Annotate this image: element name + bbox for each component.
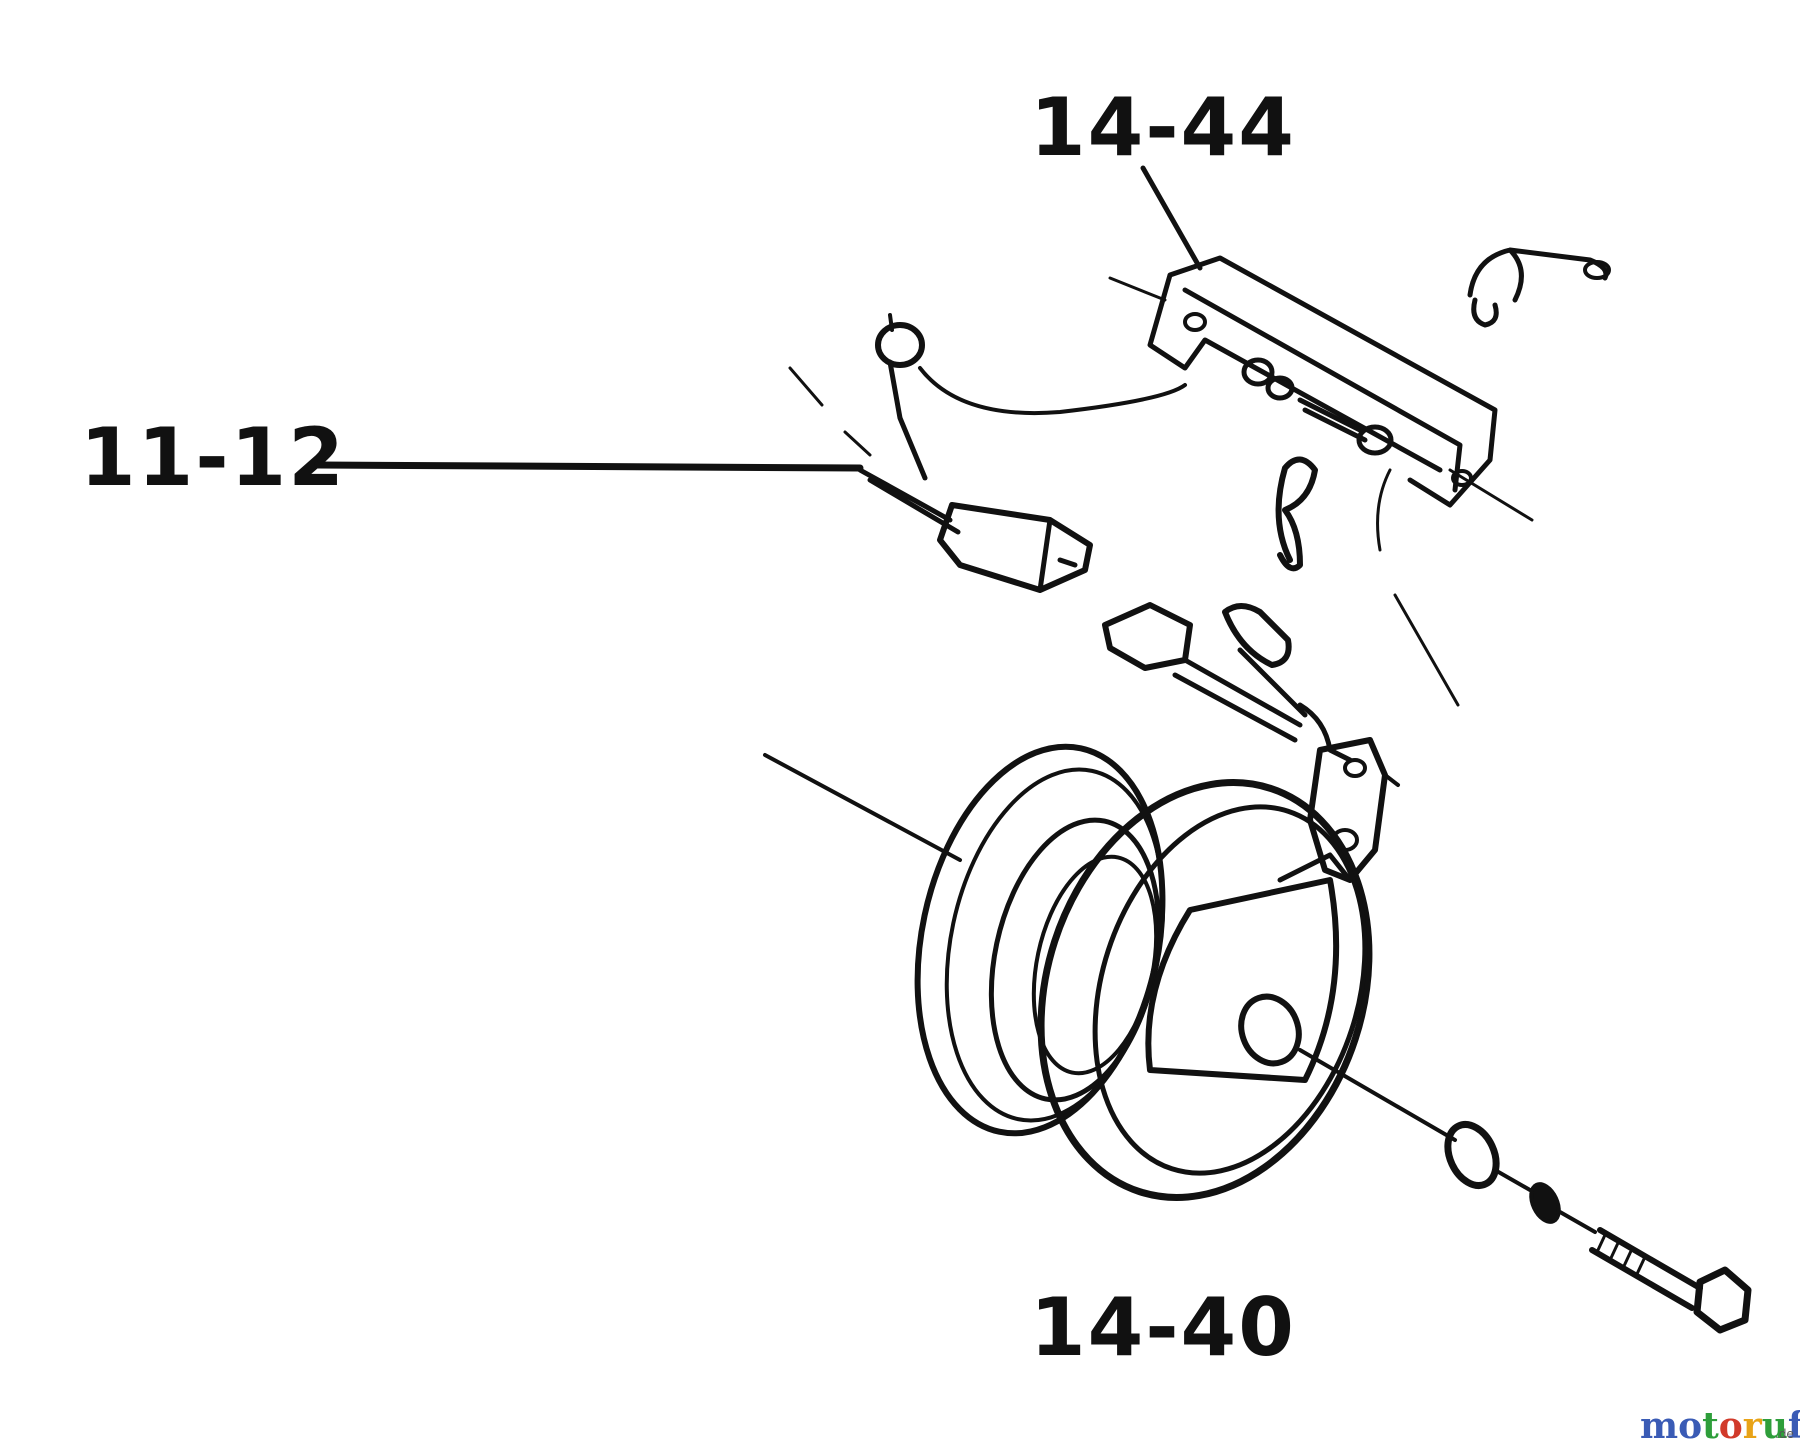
upper-bracket (1108, 255, 1534, 707)
watermark-letter: m (1640, 1405, 1678, 1447)
label-14-40: 14-40 (1030, 1281, 1296, 1374)
svg-text:motoruf: motoruf (1640, 1405, 1800, 1447)
label-14-44: 14-44 (1030, 81, 1296, 174)
wire-harness (788, 313, 1187, 593)
pulley-clutch-assembly (914, 743, 1373, 1201)
leader-line-11-12 (314, 461, 864, 472)
watermark-letter: t (1702, 1405, 1719, 1447)
hair-pin (1275, 456, 1318, 572)
retaining-clip (1467, 247, 1611, 328)
leader-line-14-44 (1140, 165, 1203, 271)
watermark-letter: u (1762, 1405, 1788, 1447)
watermark-domain-suffix: .de (1775, 1427, 1794, 1441)
leader-lines (314, 165, 1203, 862)
watermark-letter: r (1743, 1405, 1763, 1447)
watermark-letter: f (1788, 1405, 1800, 1447)
watermark-letter: o (1719, 1405, 1743, 1447)
watermark: motoruf .de (1640, 1405, 1800, 1447)
leader-line-pulley (763, 753, 962, 862)
label-11-12: 11-12 (80, 411, 346, 504)
switch-connector (1102, 602, 1400, 883)
watermark-letter: o (1678, 1405, 1702, 1447)
bolt-and-washers (1298, 1048, 1752, 1334)
